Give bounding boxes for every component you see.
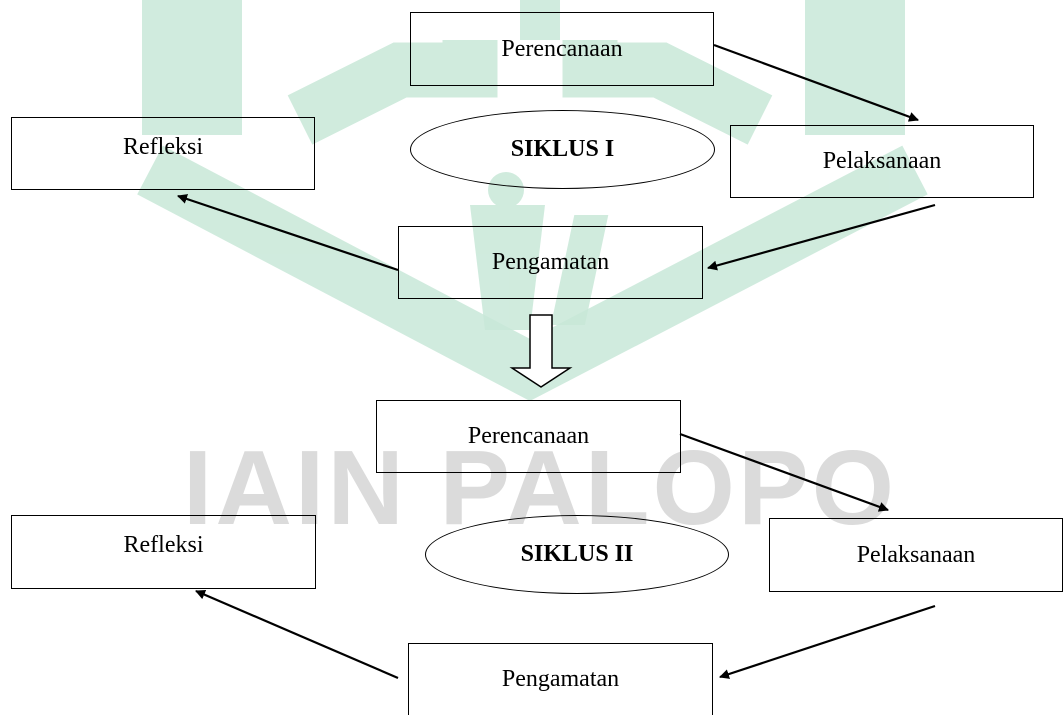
cycle1-observation-label: Pengamatan — [491, 249, 610, 275]
cycle1-action-label: Pelaksanaan — [822, 148, 942, 174]
cycle-transition-arrow — [509, 314, 573, 388]
cycle1-observation-box: Pengamatan — [398, 226, 703, 299]
cycle2-reflection-box: Refleksi — [11, 515, 316, 589]
cycle2-observation-label: Pengamatan — [501, 666, 620, 692]
cycle2-observation-box: Pengamatan — [408, 643, 713, 715]
cycle2-title: SIKLUS II — [520, 541, 634, 567]
cycle1-title: SIKLUS I — [510, 136, 615, 162]
arrow-planning-to-action-1 — [713, 43, 919, 122]
arrow-observation-to-reflection-2 — [195, 589, 399, 680]
cycle2-action-box: Pelaksanaan — [769, 518, 1063, 592]
cycle1-title-ellipse: SIKLUS I — [410, 110, 715, 189]
cycle2-planning-label: Perencanaan — [467, 423, 590, 449]
cycle1-reflection-box: Refleksi — [11, 117, 315, 190]
arrow-action-to-observation-2 — [719, 604, 936, 679]
cycle2-planning-box: Perencanaan — [376, 400, 681, 473]
arrow-observation-to-reflection-1 — [177, 194, 399, 272]
cycle1-reflection-label: Refleksi — [123, 134, 203, 160]
cycle2-title-ellipse: SIKLUS II — [425, 515, 729, 594]
arrow-planning-to-action-2 — [679, 432, 889, 512]
cycle1-action-box: Pelaksanaan — [730, 125, 1034, 198]
cycle2-reflection-label: Refleksi — [123, 532, 204, 558]
cycle1-planning-box: Perencanaan — [410, 12, 714, 86]
cycle1-planning-label: Perencanaan — [501, 35, 623, 62]
arrow-action-to-observation-1 — [707, 203, 936, 271]
cycle2-action-label: Pelaksanaan — [856, 541, 976, 568]
